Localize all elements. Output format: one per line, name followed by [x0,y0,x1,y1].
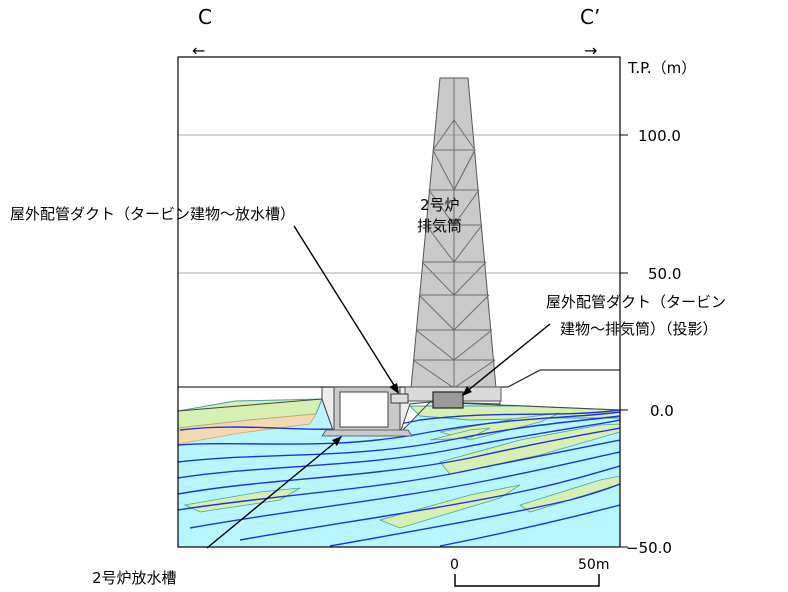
elevation-gridlines [178,134,620,274]
lattice-brace [425,224,483,263]
label-discharge-tank: 2号炉放水槽 [92,569,177,587]
axis-unit-label: T.P.（m） [627,59,696,77]
label-duct-stack-line2: 建物～排気筒）（投影） [560,320,718,338]
tank-inner [339,391,389,428]
label-duct-turbine: 屋外配管ダクト（タービン建物～放水槽） [10,205,295,223]
discharge-tank [321,386,413,437]
leader-arrowhead [389,383,399,394]
label-stack-line1: 2号炉 [420,196,460,214]
bedding-line [178,415,620,463]
bedding-line [178,411,620,446]
bedding-line [178,439,620,511]
green-lens-4 [378,484,521,529]
bedrock-area [178,399,620,547]
stack-duct-projection [432,391,464,409]
leader-duct-stack [465,323,551,393]
bedding-lines [178,409,620,547]
leader-arrowhead [462,386,472,396]
turbine-duct [390,393,409,404]
left-arrow: ← [192,41,205,60]
elevation-axis: T.P.（m） 100.0 50.0 0.0 −50.0 [620,59,696,557]
scale-bar: 0 50m [450,557,609,587]
bedding-line [189,451,620,529]
section-frame [177,56,621,548]
leader-duct-turbine [293,225,398,391]
bedding-line [329,483,620,547]
bedding-line [178,427,620,495]
scale-start-label: 0 [450,557,459,573]
scale-bar-line [454,574,600,587]
leader-discharge-tank [206,439,339,549]
tick-label: 0.0 [650,402,674,420]
bedding-line [178,419,620,479]
lattice-brace [432,149,476,192]
tick-label: −50.0 [626,539,672,557]
lattice-brace [415,329,493,361]
exhaust-stack [404,77,502,402]
label-duct-stack-line1: 屋外配管ダクト（タービン [546,293,726,311]
geology-section [178,369,620,547]
tick-label: 100.0 [638,127,681,145]
green-lens-5 [519,475,620,513]
surface-layer-tan [178,413,317,445]
lattice-brace [418,294,490,331]
scale-end-label: 50m [578,557,609,573]
bedding-line [179,409,620,431]
right-arrow: → [584,41,597,60]
section-label-c: C [198,5,212,29]
label-stack-line2: 排気筒 [417,217,462,235]
leader-arrowhead [332,436,342,446]
tank-flange [321,429,413,437]
green-lens-3 [183,487,301,513]
section-label-c-prime: C’ [580,5,600,29]
stack-lattice [412,78,496,389]
bedding-line [439,504,620,547]
bedding-line [239,465,620,541]
road-surface-line [178,369,620,388]
tick-label: 50.0 [648,265,681,283]
